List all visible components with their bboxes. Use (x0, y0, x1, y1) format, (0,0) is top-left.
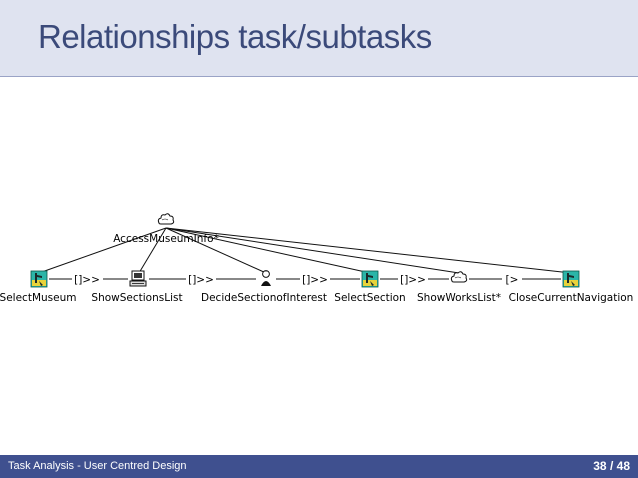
edge-root-decidesection (165, 227, 267, 274)
subtask-decide-section[interactable]: DecideSectionofInterest (201, 270, 327, 304)
edge-root-showworkslist (165, 227, 460, 274)
subtask-label: SelectMuseum (0, 292, 76, 304)
slide-footer: Task Analysis - User Centred Design 38 /… (0, 455, 638, 478)
root-task-label: AccessMuseumInfo* (113, 233, 219, 245)
cloud-abstract-icon (157, 213, 175, 225)
footer-text: Task Analysis - User Centred Design (8, 460, 187, 472)
subtask-label: SelectSection (334, 292, 405, 304)
subtask-select-section[interactable]: SelectSection (334, 270, 406, 304)
person-cognitive-icon (260, 270, 272, 287)
cloud-abstract-icon (450, 271, 468, 283)
edge-root-selectmuseum (38, 227, 167, 274)
page-total: 48 (616, 459, 630, 473)
user-interaction-icon (361, 270, 379, 288)
subtask-label: ShowWorksList* (417, 292, 501, 304)
tree-edges (38, 227, 572, 274)
temporal-operator: []>> (74, 274, 100, 286)
subtask-show-works-list[interactable]: ShowWorksList* (417, 271, 501, 304)
subtask-show-sections-list[interactable]: ShowSectionsList (91, 270, 183, 304)
subtask-label: ShowSectionsList (91, 292, 182, 304)
temporal-operator: []>> (302, 274, 328, 286)
edge-root-selectsection (165, 227, 371, 274)
subtask-label: CloseCurrentNavigation (509, 292, 634, 304)
title-band: Relationships task/subtasks (0, 0, 638, 77)
subtask-label: DecideSectionofInterest (201, 292, 327, 304)
subtask-close-current-navigation[interactable]: CloseCurrentNavigation (509, 270, 634, 304)
user-interaction-icon (30, 270, 48, 288)
slide-title: Relationships task/subtasks (38, 18, 432, 55)
edge-root-showsectionslist (138, 227, 167, 274)
root-task-node[interactable]: AccessMuseumInfo* (113, 213, 219, 245)
edge-root-closecurrentnavigation (165, 227, 572, 274)
page-separator: / (609, 459, 614, 473)
temporal-operator: [> (506, 274, 519, 286)
computer-application-icon (129, 270, 147, 287)
temporal-operator: []>> (400, 274, 426, 286)
subtask-select-museum[interactable]: SelectMuseum (0, 270, 76, 304)
temporal-operator: []>> (188, 274, 214, 286)
page-number: 38 / 48 (593, 459, 630, 473)
page-current: 38 (593, 459, 607, 473)
user-interaction-icon (562, 270, 580, 288)
